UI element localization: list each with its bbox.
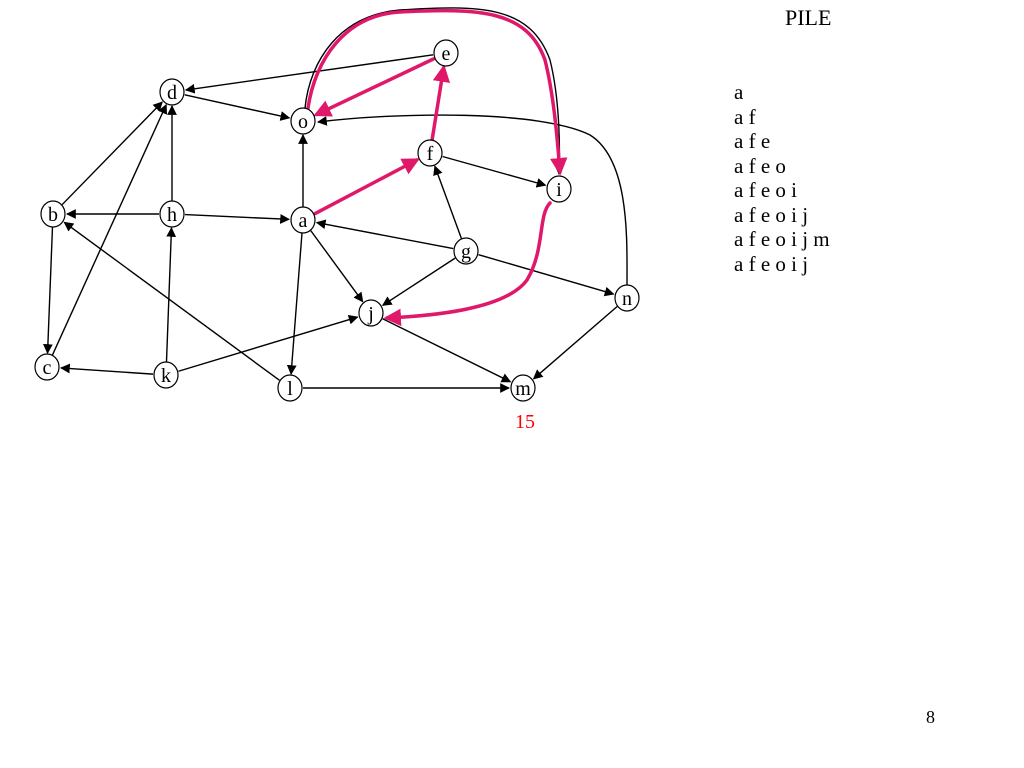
traversal-edges	[306, 8, 568, 327]
node-j: j	[358, 299, 384, 327]
node-e: e	[433, 39, 459, 67]
edge-j-m	[382, 318, 512, 383]
stack-entry: a f e o i j m	[734, 227, 830, 251]
edge-e-d	[184, 54, 434, 94]
edge-k-h	[165, 227, 177, 363]
node-c: c	[34, 353, 60, 381]
node-label: f	[427, 143, 434, 165]
node-label: k	[161, 365, 171, 387]
edge-l-b	[63, 221, 280, 381]
traversal-edge-a-f	[313, 158, 420, 216]
edge-n-m	[532, 305, 618, 380]
edge-k-j	[178, 314, 359, 372]
node-d: d	[159, 78, 185, 106]
node-label: b	[48, 204, 58, 226]
edge-g-j	[381, 257, 456, 306]
node-h: h	[159, 200, 185, 228]
node-label: n	[622, 288, 632, 310]
stack-entry: a f e o i j	[734, 251, 809, 276]
stack-entry: a f	[734, 104, 756, 129]
node-circle	[510, 374, 536, 402]
node-label: e	[442, 43, 451, 65]
edge-h-a	[184, 213, 290, 224]
node-l: l	[277, 374, 303, 402]
node-label: j	[367, 303, 374, 325]
traversal-edge-f-e	[430, 64, 451, 141]
node-label: d	[167, 82, 177, 104]
node-circle	[159, 78, 185, 106]
node-circle	[40, 200, 66, 228]
stack-entry: a f e o i j	[734, 202, 809, 227]
node-circle	[277, 374, 303, 402]
node-label: o	[298, 111, 308, 133]
node-m: m	[510, 374, 536, 402]
edge-a-l	[286, 232, 303, 376]
stack-title: PILE	[785, 5, 832, 30]
node-circle	[290, 107, 316, 135]
edge-k-c	[59, 363, 154, 375]
node-label: g	[461, 241, 471, 263]
node-a: a	[290, 206, 316, 234]
node-i: i	[546, 175, 572, 203]
edge-b-d	[61, 101, 163, 206]
stack-entry: a	[734, 80, 744, 104]
stack-entry: a f e o i	[734, 178, 797, 202]
edge-g-a	[315, 219, 454, 250]
node-label: m	[515, 378, 531, 400]
node-circle	[546, 175, 572, 203]
node-circle	[433, 39, 459, 67]
edge-b-c	[42, 226, 54, 354]
stack-entry: a f e	[734, 129, 771, 153]
node-b: b	[40, 200, 66, 228]
node-circle	[417, 139, 443, 167]
node-label: h	[167, 204, 177, 226]
annotation-number: 15	[515, 411, 535, 433]
node-n: n	[614, 284, 640, 312]
node-label: l	[287, 378, 293, 400]
traversal-edge-i-j	[383, 201, 552, 327]
page-number: 8	[926, 707, 935, 727]
node-g: g	[453, 237, 479, 265]
edge-d-o	[184, 94, 291, 121]
edge-g-f	[433, 165, 463, 240]
node-circle	[159, 200, 185, 228]
node-circle	[290, 206, 316, 234]
edge-n-o	[317, 114, 628, 287]
node-f: f	[417, 139, 443, 167]
edge-g-n	[478, 253, 615, 297]
node-label: c	[43, 357, 52, 379]
edge-o-i	[304, 7, 565, 175]
node-label: a	[299, 210, 308, 232]
node-circle	[358, 299, 384, 327]
node-circle	[614, 284, 640, 312]
node-circle	[453, 237, 479, 265]
node-circle	[34, 353, 60, 381]
graph-edges	[42, 7, 628, 393]
node-label: i	[556, 179, 562, 201]
traversal-edge-e-o	[313, 57, 436, 117]
node-k: k	[153, 361, 179, 389]
graph-nodes: a b c d e f g h i j k l m n o	[34, 39, 640, 402]
traversal-edge-o-i	[306, 8, 568, 176]
edge-f-i	[442, 155, 547, 188]
node-circle	[153, 361, 179, 389]
edge-a-j	[310, 230, 364, 303]
node-o: o	[290, 107, 316, 135]
edge-c-d	[51, 103, 168, 356]
stack-entry: a f e o	[734, 153, 786, 178]
